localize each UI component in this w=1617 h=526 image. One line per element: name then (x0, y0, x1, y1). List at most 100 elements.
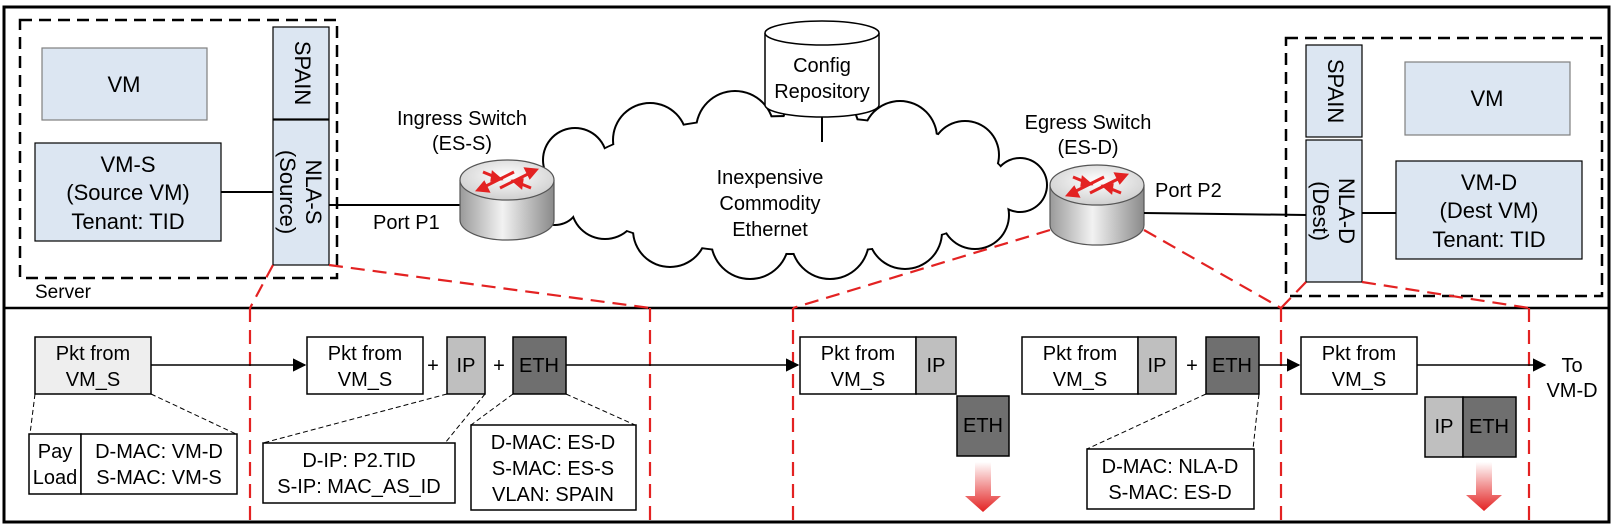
stage3-pkt-box (799, 336, 917, 395)
stage1-pkt-line2: VM_S (66, 369, 120, 391)
egress-switch-label: Egress Switch (1025, 112, 1152, 134)
stage1-mac-box (80, 433, 238, 495)
cloud-label-3: Ethernet (732, 219, 808, 241)
vm-s-subtitle: (Source VM) (66, 180, 189, 205)
stage2-pkt-box (306, 336, 424, 395)
stage3-eth-box (956, 395, 1010, 457)
nla-s-sublabel: (Source) (275, 150, 300, 234)
stage5-pkt-box (1300, 336, 1418, 395)
to-label: To (1561, 355, 1582, 377)
config-repo-label-1: Config (793, 55, 851, 77)
vm-s-title: VM-S (101, 152, 156, 177)
ingress-switch-sublabel: (ES-S) (432, 133, 492, 155)
egress-switch-sublabel: (ES-D) (1057, 137, 1118, 159)
vm-d-subtitle: (Dest VM) (1440, 198, 1539, 223)
egress-switch-icon (1049, 164, 1145, 246)
stage3-drop-arrow-icon (965, 462, 1001, 512)
nla-s-label: NLA-S (301, 160, 326, 225)
stage2-ip-box (446, 336, 486, 395)
stage1-pkt-box (34, 336, 152, 395)
ingress-switch-icon (459, 159, 555, 241)
stage2-eth-callout-right (565, 393, 636, 426)
stage4-ip-box (1137, 336, 1177, 395)
stage1-smac: S-MAC: VM-S (96, 467, 222, 489)
vm-d-tenant: Tenant: TID (1432, 227, 1545, 252)
stage3-eth-label: ETH (963, 415, 1003, 437)
left-spain-label: SPAIN (290, 41, 315, 105)
ingress-switch-label: Ingress Switch (397, 108, 527, 130)
left-server-box (18, 18, 339, 280)
vm-d-box (1395, 160, 1583, 260)
server-label: Server (35, 282, 92, 303)
stage3-ip-box (915, 336, 957, 395)
stage4-eth-detail-box (1086, 448, 1255, 510)
payload-line1: Pay (38, 441, 72, 463)
stage1-dmac: D-MAC: VM-D (95, 441, 223, 463)
config-repository-icon (764, 20, 880, 118)
stage4-pkt-box (1021, 336, 1139, 395)
stage4-eth-callout-left (1086, 393, 1207, 450)
to-vm-d-label: VM-D (1546, 380, 1597, 402)
nla-s-box (272, 119, 330, 266)
stage4-plus: + (1186, 355, 1198, 377)
stage5-ip-label: IP (1435, 416, 1454, 438)
stage2-ip-detail-box (262, 442, 456, 504)
stage5-pkt-line2: VM_S (1332, 369, 1386, 391)
stage2-ip-callout-left (262, 393, 448, 444)
stage2-ip-label: IP (457, 355, 476, 377)
stage4-smac: S-MAC: ES-D (1108, 482, 1231, 504)
payload-box (28, 433, 82, 495)
stage3-pkt-line1: Pkt from (821, 343, 895, 365)
stage3-ip-label: IP (927, 355, 946, 377)
cloud-label-1: Inexpensive (717, 167, 824, 189)
right-spain-label: SPAIN (1323, 59, 1348, 123)
vm-d-title: VM-D (1461, 170, 1517, 195)
ethernet-cloud (529, 90, 1048, 280)
payload-line2: Load (33, 467, 78, 489)
stage5-ip-box (1424, 396, 1464, 458)
right-spain-box (1305, 44, 1363, 138)
stage5-eth-label: ETH (1469, 416, 1509, 438)
stage5-drop-arrow-icon (1466, 462, 1502, 511)
stage2-eth-label: ETH (519, 355, 559, 377)
right-server-box (1284, 36, 1604, 298)
stage4-eth-label: ETH (1212, 355, 1252, 377)
outer-frame (2, 5, 1611, 524)
stage5-pkt-line1: Pkt from (1322, 343, 1396, 365)
port-p2-label: Port P2 (1155, 180, 1222, 202)
stage5-eth-box (1462, 396, 1517, 458)
port-p2-link (1143, 212, 1307, 216)
stage4-pkt-line2: VM_S (1053, 369, 1107, 391)
stage2-ip-callout-right (444, 393, 486, 444)
stage2-sip: S-IP: MAC_AS_ID (277, 476, 440, 498)
stage2-pkt-line2: VM_S (338, 369, 392, 391)
nla-d-box (1305, 139, 1363, 283)
stage2-eth-box (512, 336, 567, 395)
stage1-pkt-line1: Pkt from (56, 343, 130, 365)
stage4-dmac: D-MAC: NLA-D (1102, 456, 1239, 478)
stage3-pkt-line2: VM_S (831, 369, 885, 391)
right-vm-label: VM (1471, 86, 1504, 111)
left-vm-box (41, 47, 208, 121)
zoom-guides (248, 228, 1531, 522)
left-vm-label: VM (108, 72, 141, 97)
port-p1-label: Port P1 (373, 212, 440, 234)
stage2-dip: D-IP: P2.TID (302, 450, 415, 472)
stage1-callout-right (150, 393, 237, 435)
vm-s-tenant: Tenant: TID (71, 209, 184, 234)
stage2-dmac: D-MAC: ES-D (491, 432, 615, 454)
nla-d-sublabel: (Dest) (1308, 181, 1333, 241)
nla-d-label: NLA-D (1334, 178, 1359, 244)
config-repo-label-2: Repository (774, 81, 870, 103)
stage4-pkt-line1: Pkt from (1043, 343, 1117, 365)
right-vm-box (1404, 61, 1571, 136)
stage2-plus-1: + (427, 355, 439, 377)
stage2-plus-2: + (493, 355, 505, 377)
stage2-eth-detail-box (470, 424, 637, 511)
stage4-ip-label: IP (1148, 355, 1167, 377)
stage2-vlan: VLAN: SPAIN (492, 484, 614, 506)
stage2-pkt-line1: Pkt from (328, 343, 402, 365)
left-spain-box (272, 26, 330, 120)
stage2-eth-callout-left (470, 393, 514, 426)
